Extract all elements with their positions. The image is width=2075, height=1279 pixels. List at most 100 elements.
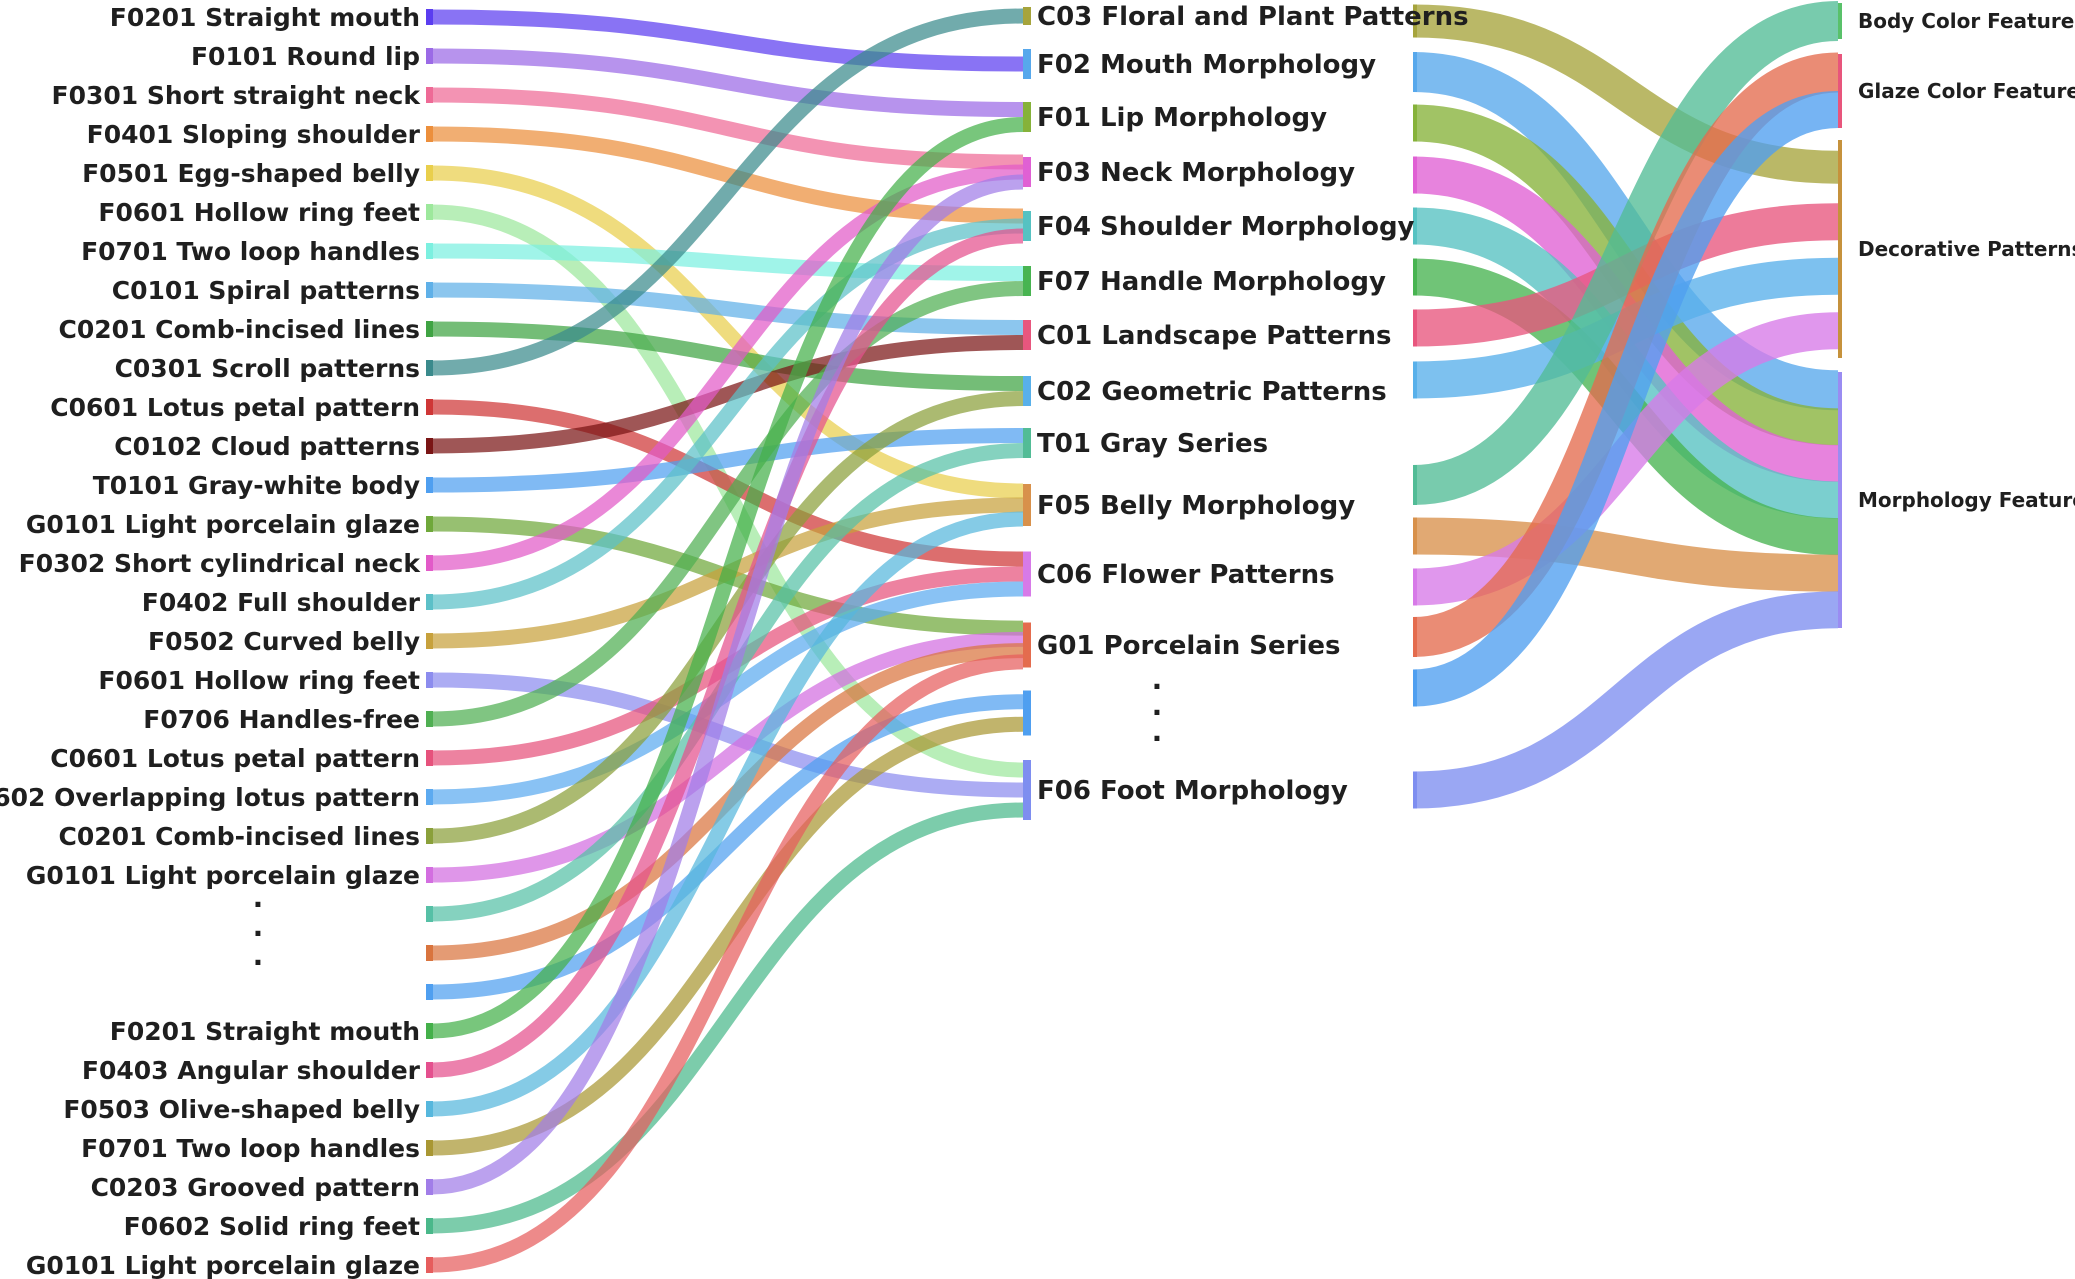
- mid-source-node: [1413, 617, 1417, 657]
- left-node: [426, 984, 433, 1000]
- link-mid-right: [1412, 517, 1839, 592]
- left-node-label: F0302 Short cylindrical neck: [19, 549, 422, 578]
- link-left-mid: [431, 335, 1024, 454]
- left-node-label: F0602 Solid ring feet: [124, 1212, 420, 1241]
- left-node-label: G0101 Light porcelain glaze: [26, 1251, 420, 1279]
- right-node: [1838, 3, 1842, 39]
- left-node-label: F0601 Hollow ring feet: [98, 198, 420, 227]
- left-node: [426, 789, 433, 805]
- mid-node-label: C02 Geometric Patterns: [1037, 377, 1387, 407]
- mid-source-node: [1413, 156, 1417, 194]
- mid-node-label: T01 Gray Series: [1037, 429, 1268, 459]
- mid-source-node: [1413, 465, 1417, 505]
- left-node: [426, 594, 433, 610]
- left-node-label: F0201 Straight mouth: [110, 1017, 420, 1046]
- left-node-label: F0403 Angular shoulder: [82, 1056, 421, 1085]
- mid-node: [1023, 428, 1031, 458]
- link-left-mid: [431, 117, 1024, 1039]
- mid-ellipsis-dot: ·: [1152, 722, 1163, 755]
- mid-node: [1023, 690, 1031, 736]
- left-node-label: F0701 Two loop handles: [81, 1134, 420, 1163]
- links-mid-to-right: [1411, 1, 1840, 809]
- right-node: [1838, 372, 1842, 628]
- link-left-mid: [431, 9, 1024, 72]
- mid-node: [1023, 484, 1031, 526]
- link-left-mid: [431, 511, 1024, 1117]
- left-node: [426, 126, 433, 142]
- left-node: [426, 204, 433, 220]
- left-node-label: C0101 Spiral patterns: [112, 276, 420, 305]
- left-ellipsis-dot: ·: [253, 917, 264, 950]
- left-node-label: G0101 Light porcelain glaze: [26, 861, 420, 890]
- left-node: [426, 828, 433, 844]
- left-node: [426, 438, 433, 454]
- left-node: [426, 477, 433, 493]
- left-node: [426, 321, 433, 337]
- left-node: [426, 750, 433, 766]
- mid-node: [1023, 49, 1031, 79]
- left-node: [426, 1140, 433, 1156]
- left-ellipsis-dot: ·: [253, 888, 264, 921]
- mid-node-label: F07 Handle Morphology: [1037, 267, 1386, 297]
- mid-node-label: F05 Belly Morphology: [1037, 491, 1355, 521]
- left-node-label: T0101 Gray-white body: [93, 471, 420, 500]
- left-node-label: F0601 Hollow ring feet: [98, 666, 420, 695]
- left-node-label: F0706 Handles-free: [143, 705, 420, 734]
- mid-node-label: F01 Lip Morphology: [1037, 103, 1327, 133]
- mid-node-label: G01 Porcelain Series: [1037, 631, 1341, 661]
- mid-node: [1023, 266, 1031, 296]
- left-node: [426, 1257, 433, 1273]
- left-node: [426, 165, 433, 181]
- left-node: [426, 672, 433, 688]
- links-left-to-mid: [431, 8, 1024, 1273]
- link-left-mid: [431, 228, 1024, 1078]
- mid-source-node: [1413, 517, 1417, 555]
- left-node: [426, 867, 433, 883]
- left-node: [426, 1179, 433, 1195]
- mid-node: [1023, 157, 1031, 187]
- left-node: [426, 1062, 433, 1078]
- link-left-mid: [431, 126, 1024, 224]
- mid-source-node: [1413, 361, 1417, 399]
- mid-node-label: F03 Neck Morphology: [1037, 158, 1355, 188]
- link-left-mid: [431, 282, 1024, 335]
- mid-node-label: C06 Flower Patterns: [1037, 560, 1335, 590]
- mid-node: [1023, 760, 1031, 820]
- left-node-label: F0503 Olive-shaped belly: [63, 1095, 420, 1124]
- left-node-label: C0601 Lotus petal pattern: [50, 744, 420, 773]
- mid-node-label: C01 Landscape Patterns: [1037, 321, 1391, 351]
- left-node-label: C0602 Overlapping lotus pattern: [0, 783, 420, 812]
- left-node: [426, 633, 433, 649]
- left-node-label: C0201 Comb-incised lines: [59, 315, 420, 344]
- left-node: [426, 516, 433, 532]
- left-ellipsis-dot: ·: [253, 946, 264, 979]
- mid-node: [1023, 551, 1031, 597]
- mid-ellipsis-dot: ·: [1152, 696, 1163, 729]
- left-node: [426, 399, 433, 415]
- link-left-mid: [431, 48, 1024, 117]
- left-node: [426, 945, 433, 961]
- mid-node-label: F02 Mouth Morphology: [1037, 50, 1376, 80]
- left-node: [426, 555, 433, 571]
- left-node-label: G0101 Light porcelain glaze: [26, 510, 420, 539]
- link-left-mid: [431, 802, 1024, 1234]
- link-left-mid: [431, 164, 1024, 571]
- left-node-label: F0402 Full shoulder: [142, 588, 421, 617]
- left-node: [426, 1101, 433, 1117]
- left-node-label: C0102 Cloud patterns: [114, 432, 420, 461]
- mid-source-node: [1413, 669, 1417, 707]
- left-node: [426, 282, 433, 298]
- left-node-label: F0301 Short straight neck: [52, 81, 422, 110]
- mid-node: [1023, 376, 1031, 406]
- left-node-label: F0201 Straight mouth: [110, 3, 420, 32]
- left-node: [426, 9, 433, 25]
- left-node: [426, 906, 433, 922]
- mid-node: [1023, 7, 1031, 25]
- left-node: [426, 360, 433, 376]
- link-left-mid: [431, 428, 1024, 493]
- left-node-label: F0101 Round lip: [191, 42, 420, 71]
- left-node: [426, 1023, 433, 1039]
- left-node-label: C0203 Grooved pattern: [91, 1173, 420, 1202]
